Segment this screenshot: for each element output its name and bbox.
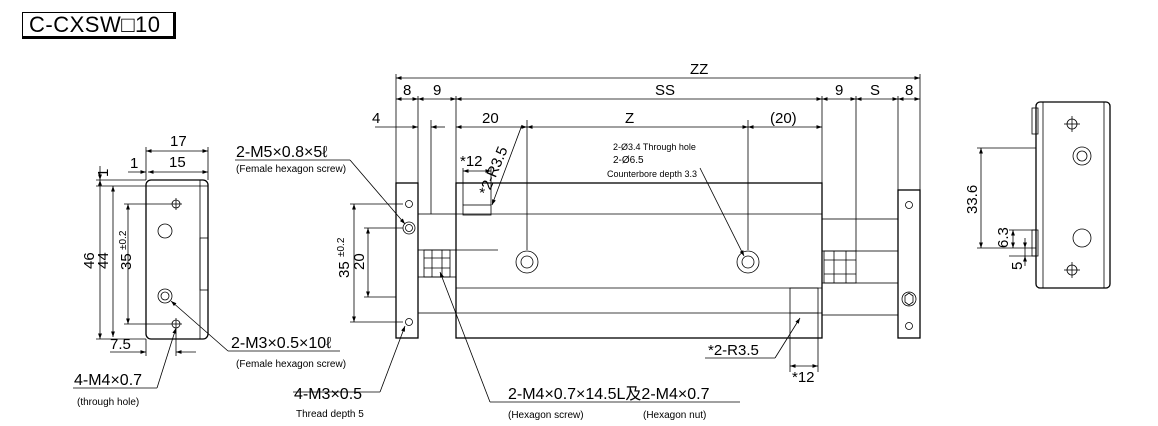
right-hex-nut bbox=[823, 250, 857, 284]
end-bore-bottom bbox=[1072, 228, 1092, 248]
end-bore-top bbox=[1072, 146, 1092, 166]
counterbore-depth-label: Counterbore depth 3.3 bbox=[607, 169, 697, 179]
dim-12-bottom: *12 bbox=[792, 369, 815, 386]
dim-4: 4 bbox=[372, 110, 380, 127]
dim-20: 20 bbox=[482, 110, 499, 127]
side-m3-callout: 2-M3×0.5×10ℓ bbox=[231, 335, 331, 352]
m5-callout: 2-M5×0.8×5ℓ bbox=[236, 144, 327, 161]
dim-9-right: 9 bbox=[835, 82, 843, 99]
dim-8-left: 8 bbox=[403, 82, 411, 99]
dim-ss: SS bbox=[655, 82, 675, 99]
dim-44: 44 bbox=[95, 252, 112, 269]
dim-15: 15 bbox=[169, 154, 186, 171]
counterbore-left bbox=[515, 250, 539, 274]
end-view: 33.6 6.3 5 bbox=[964, 101, 1111, 289]
left-end-plate bbox=[395, 182, 419, 339]
end-view-body bbox=[1035, 101, 1111, 289]
dim-20-vertical: 20 bbox=[351, 253, 368, 270]
dim-7-5: 7.5 bbox=[110, 336, 131, 353]
r35-bottom-callout: *2-R3.5 bbox=[708, 342, 759, 359]
dim-1-horizontal: 1 bbox=[130, 155, 138, 172]
thru-hole-label: 2-Ø3.4 Through hole bbox=[613, 142, 696, 152]
m4-hex-screw-sub: (Hexagon screw) bbox=[508, 410, 584, 421]
dim-35-front: 35 bbox=[336, 261, 353, 278]
counterbore-right bbox=[736, 250, 760, 274]
side-m3-sub: (Female hexagon screw) bbox=[236, 359, 346, 370]
m3-sub: Thread depth 5 bbox=[296, 409, 364, 420]
counterbore-dia-label: 2-Ø6.5 bbox=[613, 155, 644, 166]
dim-46: 46 bbox=[81, 252, 98, 269]
model-title: C-CXSW□10 bbox=[22, 12, 176, 39]
dim-35: 35 bbox=[118, 253, 135, 270]
dim-9-left: 9 bbox=[433, 82, 441, 99]
dim-17: 17 bbox=[170, 133, 187, 150]
dim-6-3: 6.3 bbox=[995, 227, 1012, 248]
dim-s: S bbox=[870, 82, 880, 99]
dim-zz: ZZ bbox=[690, 61, 708, 78]
dim-8-right: 8 bbox=[905, 82, 913, 99]
m4-hex-nut-sub: (Hexagon nut) bbox=[643, 410, 706, 421]
tolerance: ±0.2 bbox=[118, 230, 129, 250]
cylinder-body bbox=[455, 182, 823, 339]
side-m3-hole bbox=[157, 288, 173, 304]
side-bore bbox=[157, 223, 173, 239]
side-m4-callout: 4-M4×0.7 bbox=[74, 372, 142, 389]
dim-20-ref: (20) bbox=[770, 110, 797, 127]
left-hex-nut bbox=[423, 249, 451, 278]
dim-12-top: *12 bbox=[460, 153, 483, 170]
m4-hex-callout: 2-M4×0.7×14.5L及2-M4×0.7 bbox=[508, 386, 710, 403]
m5-sub: (Female hexagon screw) bbox=[236, 164, 346, 175]
dim-5: 5 bbox=[1009, 262, 1026, 270]
dim-33-6: 33.6 bbox=[964, 185, 981, 214]
right-hex-screw bbox=[901, 291, 917, 307]
dim-1-vertical: 1 bbox=[95, 169, 112, 177]
side-m4-sub: (through hole) bbox=[77, 397, 139, 408]
tolerance-front: ±0.2 bbox=[336, 237, 347, 257]
side-view: 17 15 1 46 44 1 35 ±0.2 7.5 2-M3×0.5×10ℓ… bbox=[73, 133, 346, 408]
dim-z: Z bbox=[625, 110, 634, 127]
m3-callout: 4-M3×0.5 bbox=[294, 386, 362, 403]
right-end-plate bbox=[897, 189, 921, 339]
